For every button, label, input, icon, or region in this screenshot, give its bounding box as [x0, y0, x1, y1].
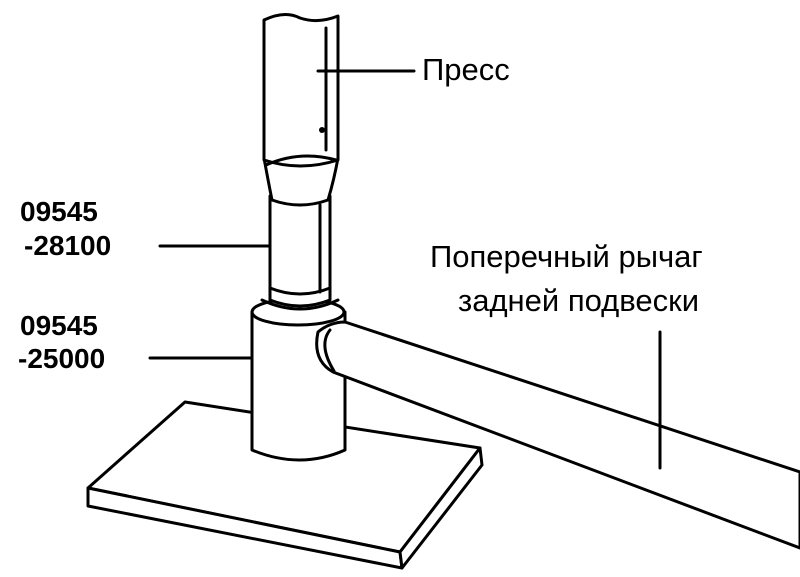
label-tool-28100-line2: -28100 [24, 230, 112, 261]
label-press: Пресс [422, 52, 510, 87]
label-tool-25000-line2: -25000 [18, 343, 106, 374]
label-tool-25000-line1: 09545 [20, 310, 98, 341]
label-arm-line2: задней подвески [458, 283, 700, 318]
label-arm-line1: Поперечный рычаг [430, 239, 703, 274]
suspension-arm [315, 320, 800, 550]
press-ram [262, 13, 340, 207]
tool-28100 [268, 194, 332, 308]
label-tool-28100-line1: 09545 [20, 196, 98, 227]
base-plate [86, 400, 484, 570]
